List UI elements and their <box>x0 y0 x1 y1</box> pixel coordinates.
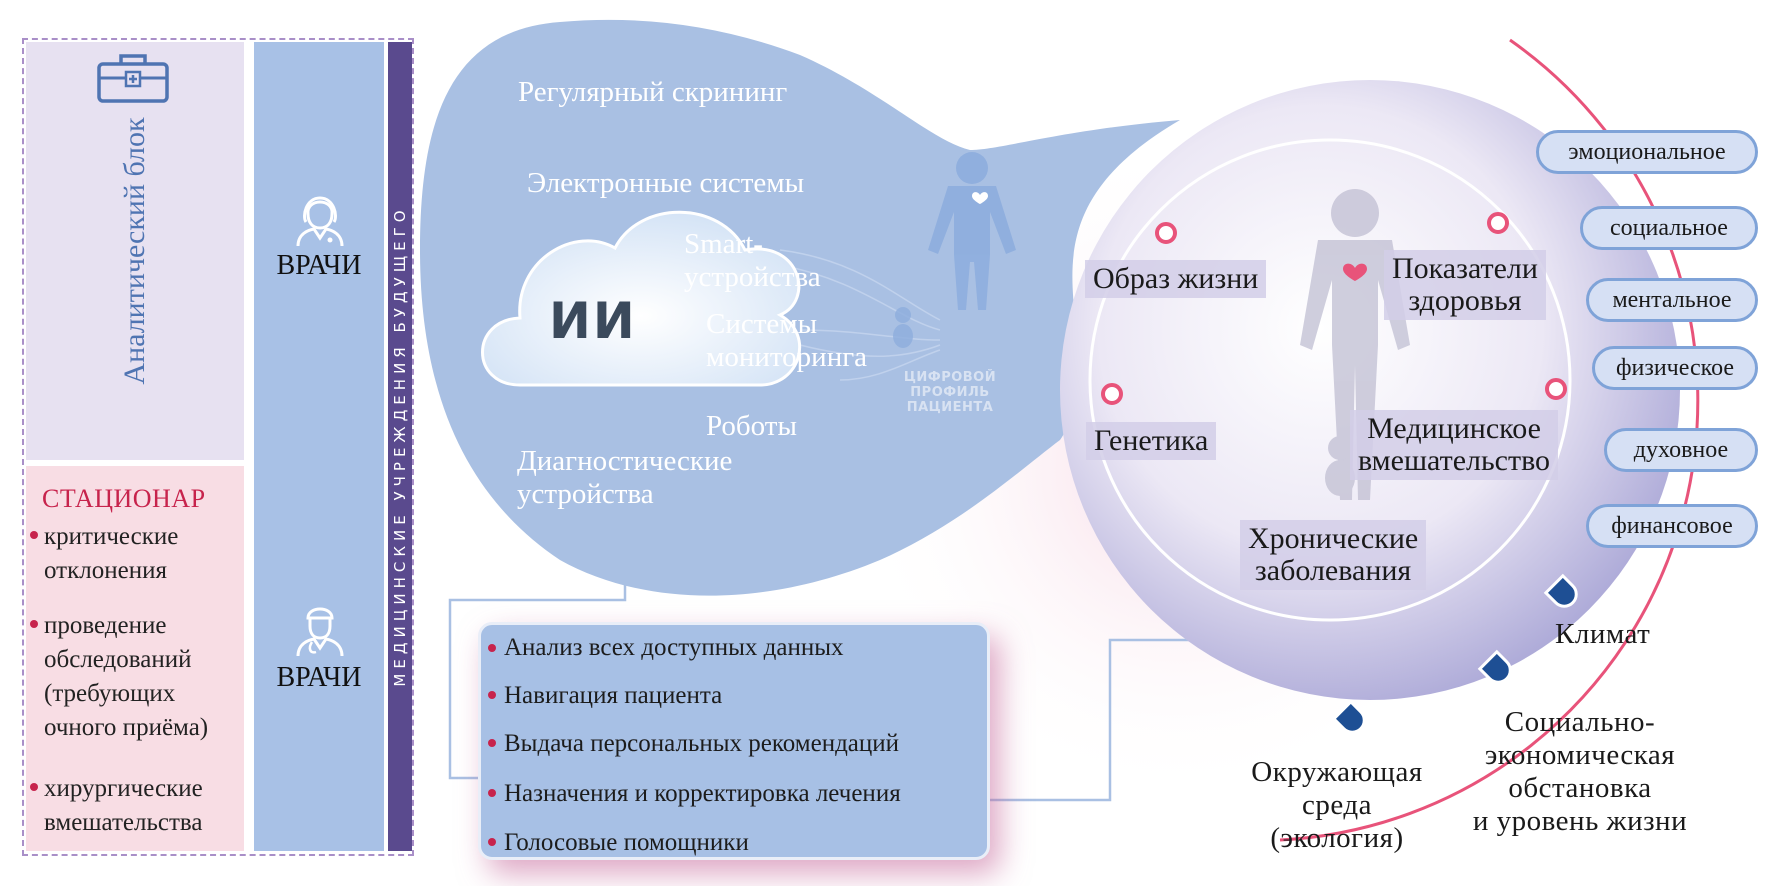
bullet-icon <box>30 620 38 628</box>
bullet-icon <box>488 789 496 797</box>
stationar-item: критические отклонения <box>44 523 179 584</box>
medical-intervention-label: Медицинское вмешательство <box>1350 410 1559 480</box>
analytic-block-bg <box>26 42 244 460</box>
circle-body-silhouette <box>1300 189 1410 500</box>
stationar-item: хирургические вмешательства <box>44 775 203 836</box>
environment-label: Окружающая среда (экология) <box>1251 756 1423 854</box>
ai-function-item: Назначения и корректировка лечения <box>504 780 901 807</box>
pill-emotional: эмоциональное <box>1536 130 1758 174</box>
ai-label: ИИ <box>549 292 637 350</box>
pill-social: социальное <box>1580 206 1758 250</box>
ai-function-item: Выдача персональных рекомендаций <box>504 730 900 757</box>
health-inner-ring <box>1088 138 1572 622</box>
stationar-title: СТАЦИОНАР <box>42 484 206 513</box>
ai-function-item: Навигация пациента <box>504 682 723 709</box>
ai-function-item: Анализ всех доступных данных <box>504 634 844 661</box>
bullet-icon <box>30 531 38 539</box>
medical-case-icon <box>97 54 169 103</box>
bullet-icon <box>488 644 496 652</box>
bulb-shape <box>420 19 1180 596</box>
analytic-block-title: Аналитический блок <box>118 117 151 385</box>
robots-label: Роботы <box>706 410 797 442</box>
electronic-systems-label: Электронные системы <box>527 167 805 199</box>
institutions-column <box>388 42 412 851</box>
health-indicators-label: Показатели здоровья <box>1384 250 1546 320</box>
diagnostic-devices-label: Диагностические устройства <box>517 445 733 510</box>
pill-physical: физическое <box>1592 346 1758 390</box>
chronic-diseases-label: Хронические заболевания <box>1240 520 1427 590</box>
pill-spiritual: духовное <box>1604 428 1758 472</box>
climate-label: Климат <box>1555 618 1651 650</box>
institutions-vertical-label: МЕДИЦИНСКИЕ УЧРЕЖДЕНИЯ БУДУЩЕГО <box>391 205 409 687</box>
ai-function-item: Голосовые помощники <box>504 829 749 856</box>
stationar-block-bg <box>26 466 244 851</box>
smart-devices-label: Smart- устройства <box>684 228 821 293</box>
bullet-icon <box>488 838 496 846</box>
doctors-column <box>254 42 384 851</box>
bullet-icon <box>30 783 38 791</box>
doctor-male-icon <box>296 607 344 657</box>
lifestyle-label: Образ жизни <box>1085 260 1267 298</box>
screening-label: Регулярный скрининг <box>518 76 788 108</box>
heart-icon-circle <box>1343 263 1367 281</box>
pill-mental: ментальное <box>1586 278 1758 322</box>
doctors-label-bottom: ВРАЧИ <box>276 662 362 693</box>
bulb-body-silhouette <box>928 152 1016 310</box>
bullet-icon <box>488 691 496 699</box>
bullet-icon <box>488 739 496 747</box>
heart-icon <box>972 192 988 204</box>
left-dashed-frame <box>22 38 414 856</box>
doctors-label-top: ВРАЧИ <box>276 250 362 281</box>
pill-financial: финансовое <box>1586 504 1758 548</box>
stationar-item: проведение обследований (требующих очног… <box>44 612 209 741</box>
genetics-label: Генетика <box>1086 422 1217 460</box>
digital-profile-label: ЦИФРОВОЙ ПРОФИЛЬ ПАЦИЕНТА <box>903 370 997 415</box>
ai-functions-box <box>478 622 990 860</box>
doctor-female-icon <box>296 196 344 247</box>
socioeconomic-label: Социально- экономическая обстановка и ур… <box>1472 706 1688 837</box>
monitoring-systems-label: Системы мониторинга <box>706 308 867 373</box>
drop-icons <box>1331 573 1578 734</box>
ai-cloud <box>481 210 802 387</box>
